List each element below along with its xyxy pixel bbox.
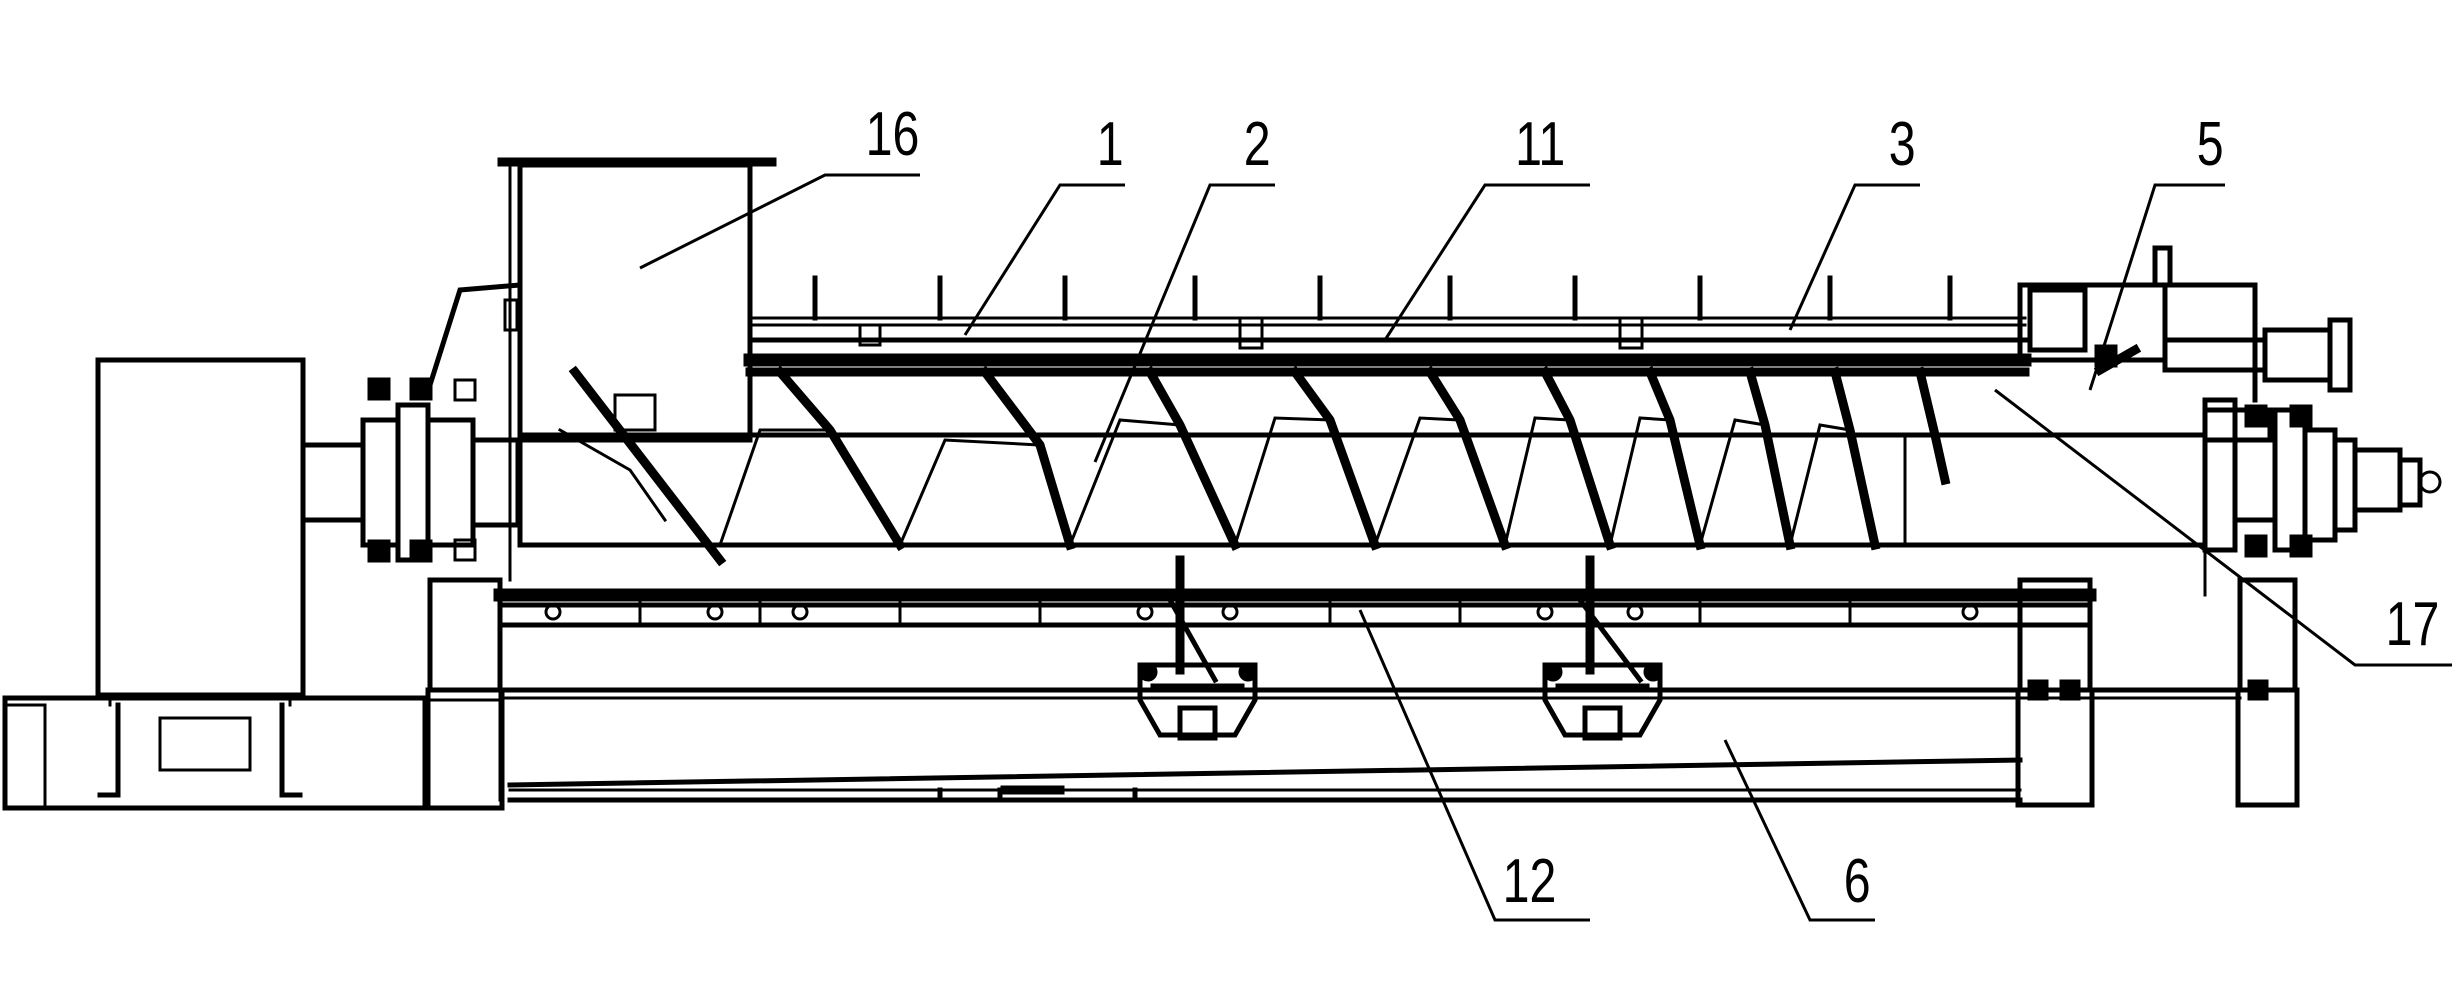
callout-17: 17 [2386,589,2440,658]
pendant-right [1544,560,1662,738]
callout-6: 6 [1844,846,1871,915]
callout-2: 2 [1244,109,1271,178]
feed-hopper [502,162,772,580]
pendant-left [1139,560,1257,738]
callout-1: 1 [1097,109,1124,178]
callout-3: 3 [1889,109,1916,178]
callout-5: 5 [2197,109,2224,178]
left-support [428,580,502,808]
top-cover [750,318,2025,372]
callout-16: 16 [866,99,920,168]
drive-motor [98,360,303,705]
drive-coupling [303,285,520,562]
callout-12: 12 [1503,846,1557,915]
screw-flights [560,372,1945,560]
callout-11: 11 [1515,109,1565,178]
right-end-plate [2205,400,2440,595]
frame-holes [546,598,1977,625]
motor-base [5,698,425,808]
screw-drum [520,435,2205,545]
